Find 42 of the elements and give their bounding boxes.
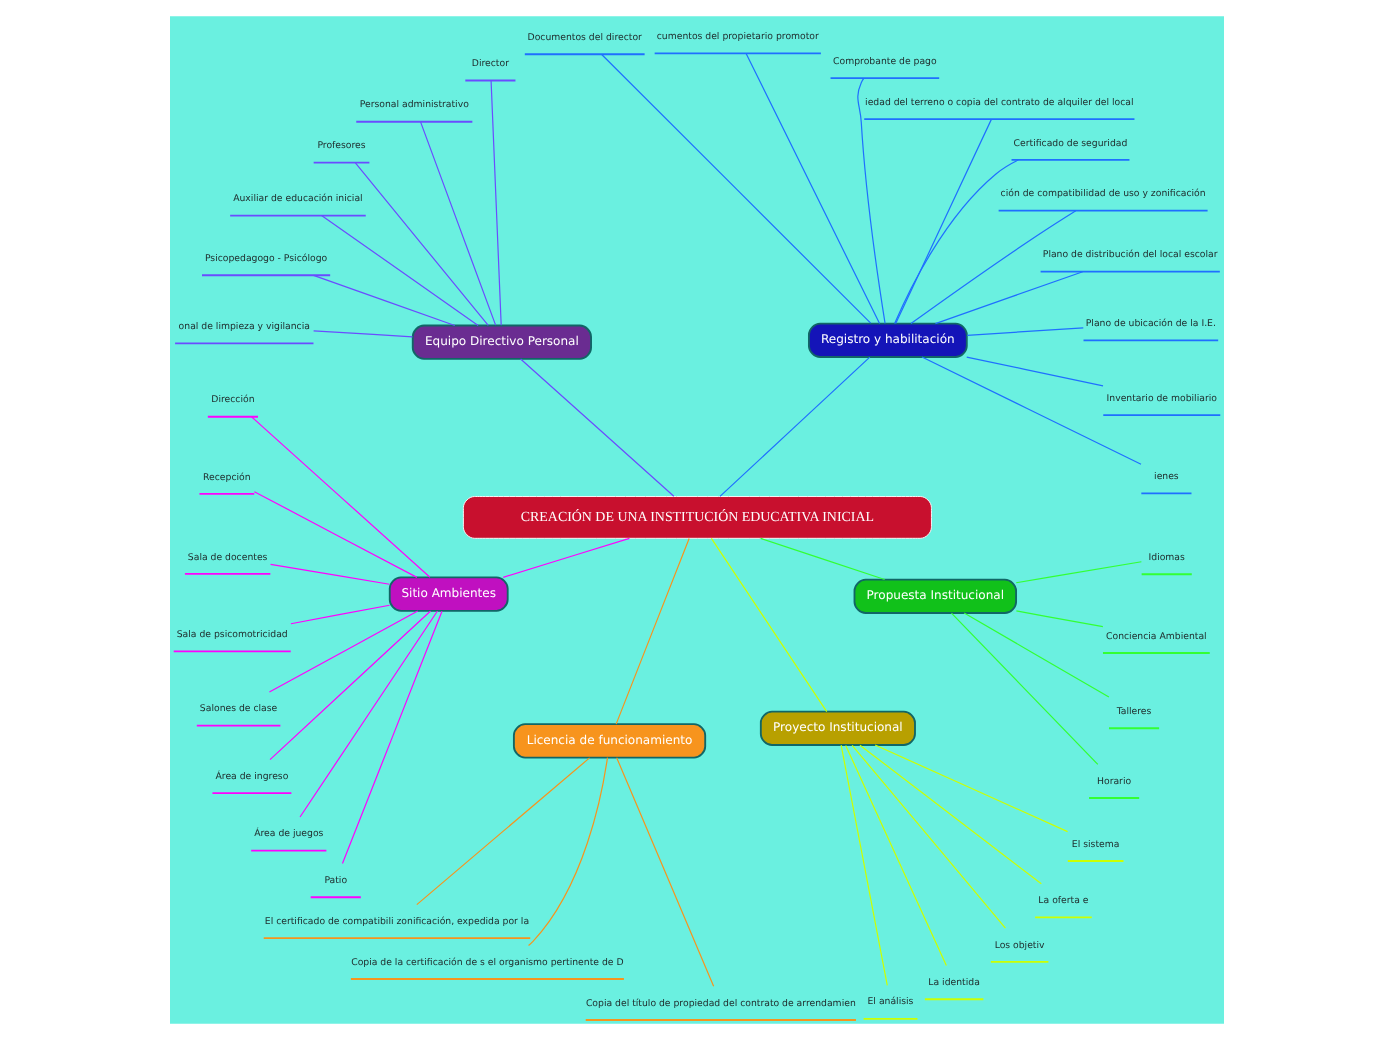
connector bbox=[489, 79, 501, 326]
connector bbox=[501, 537, 630, 578]
connector bbox=[600, 53, 871, 324]
connector bbox=[526, 757, 608, 947]
connector bbox=[894, 118, 991, 325]
connector bbox=[920, 356, 1141, 465]
connector bbox=[298, 610, 438, 818]
connector bbox=[250, 416, 430, 578]
connector bbox=[893, 159, 1018, 325]
connector bbox=[758, 537, 885, 581]
connector bbox=[856, 77, 885, 324]
connector bbox=[615, 757, 714, 987]
connector bbox=[614, 537, 689, 725]
connector bbox=[312, 330, 413, 338]
connector bbox=[311, 274, 455, 327]
connector bbox=[718, 356, 870, 497]
connector bbox=[1014, 561, 1141, 584]
connector bbox=[873, 744, 1068, 833]
connector bbox=[353, 162, 488, 327]
connector bbox=[340, 610, 442, 865]
connector bbox=[268, 563, 390, 585]
connector bbox=[289, 604, 390, 625]
connector bbox=[268, 610, 431, 761]
connector bbox=[965, 327, 1083, 336]
connector bbox=[949, 612, 1098, 766]
connector bbox=[267, 610, 418, 693]
connector bbox=[839, 744, 887, 986]
connector bbox=[909, 210, 1076, 325]
connector bbox=[418, 121, 496, 326]
connector bbox=[709, 537, 827, 713]
connector bbox=[744, 53, 880, 325]
connector bbox=[933, 271, 1083, 325]
connector bbox=[965, 356, 1103, 387]
connector bbox=[1014, 610, 1103, 628]
connector bbox=[844, 744, 946, 967]
connector bbox=[858, 744, 1041, 885]
connector bbox=[320, 215, 478, 327]
connector bbox=[415, 757, 590, 906]
connector bbox=[850, 744, 1006, 929]
connector bbox=[519, 358, 674, 497]
connector bbox=[962, 612, 1109, 698]
connector bbox=[252, 491, 417, 578]
